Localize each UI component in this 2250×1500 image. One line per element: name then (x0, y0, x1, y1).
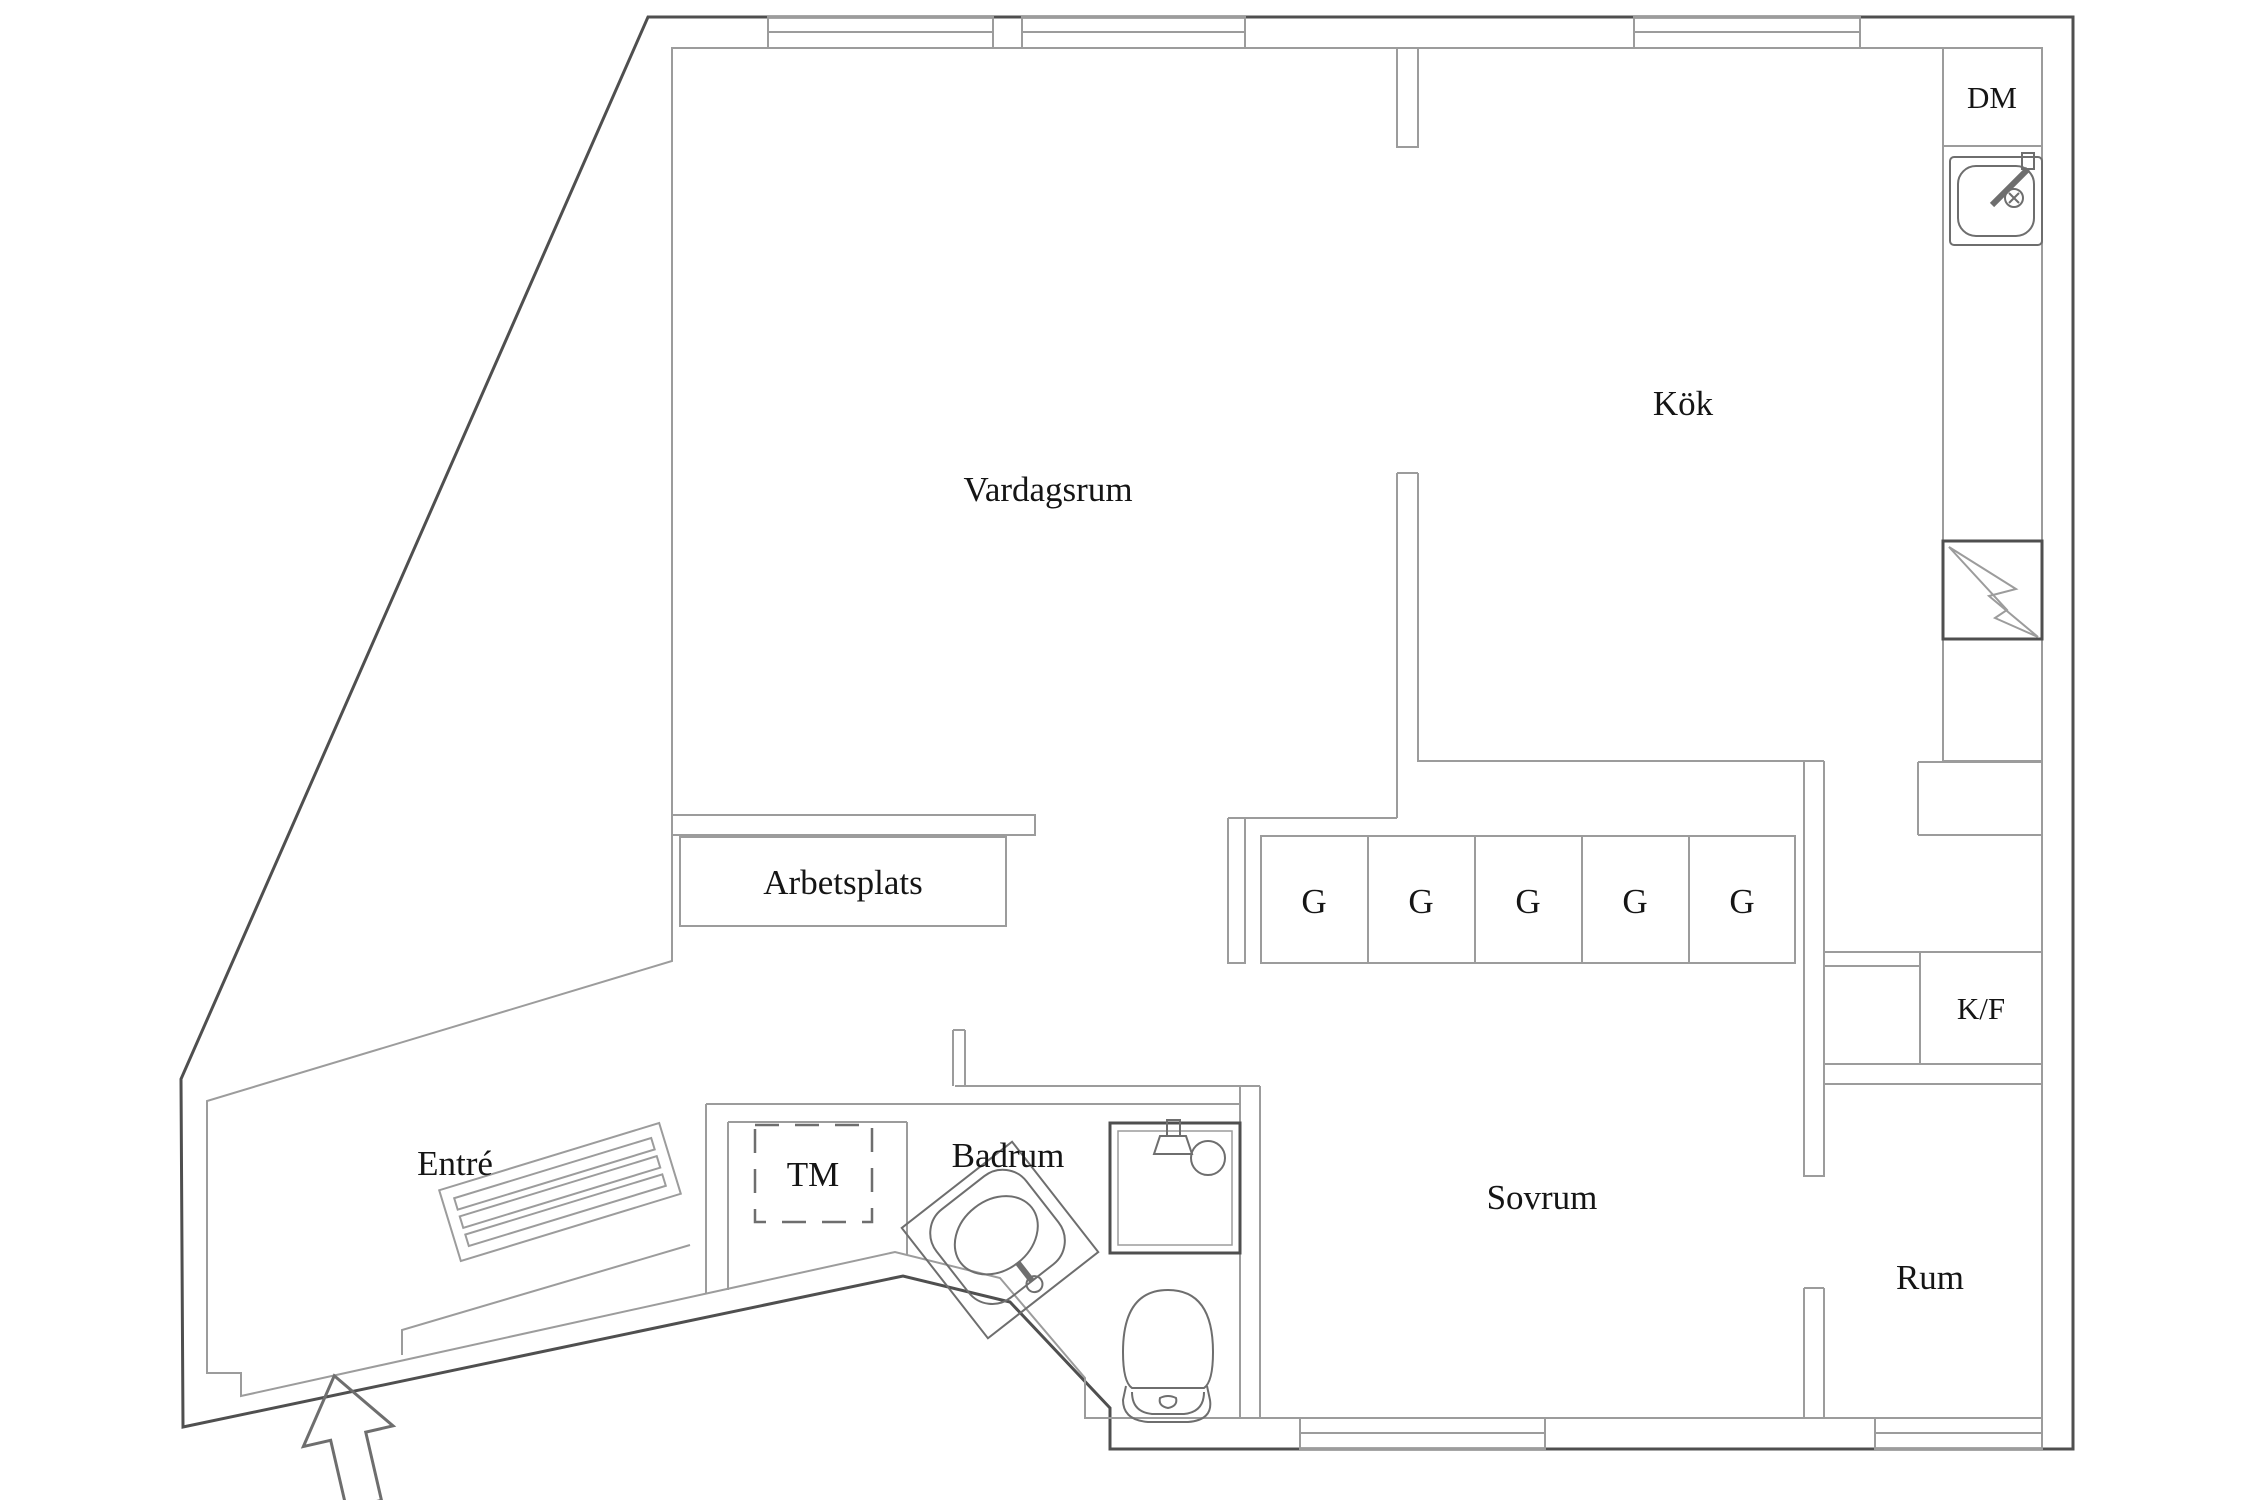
tall-cabinet (1917, 761, 2042, 836)
wall-vardagsrum-south (672, 814, 1036, 836)
outer-wall-outline (179, 15, 2075, 1451)
kitchen-counter (1942, 48, 2042, 762)
toilet-icon (1121, 1288, 1215, 1423)
stove-icon (1941, 539, 2044, 641)
radiator-icon (437, 1121, 683, 1263)
wall-rum-north (1824, 1063, 2042, 1085)
entry-arrow-icon (300, 1373, 397, 1500)
window-icon (1633, 16, 1861, 49)
label-bathroom: Badrum (952, 1136, 1065, 1175)
label-wardrobe: G (1622, 882, 1647, 921)
wall-kf-connector (1824, 951, 1920, 967)
label-wardrobe: G (1729, 882, 1754, 921)
wardrobe-row-box (1260, 835, 1796, 964)
washbasin-icon (900, 1140, 1100, 1340)
wall-wardrobe-stub (1227, 818, 1246, 964)
label-wardrobe: G (1408, 882, 1433, 921)
wall-kitchen-partition-lower (1228, 472, 1824, 819)
window-icon (1299, 1417, 1546, 1450)
window-icon (767, 16, 994, 49)
fridge-freezer-box (1919, 951, 2042, 1065)
shower-icon (1108, 1119, 1242, 1255)
label-wardrobe: G (1515, 882, 1540, 921)
window-icon (1874, 1417, 2043, 1450)
label-room: Rum (1896, 1258, 1964, 1297)
washing-machine-icon (753, 1123, 874, 1224)
inner-wall-outline (206, 47, 2043, 1419)
wall-bathroom-north (705, 1029, 1240, 1294)
wall-bedroom-right (1803, 761, 1825, 1418)
label-entrance: Entré (417, 1144, 493, 1183)
workspace-desk (679, 836, 1007, 927)
label-wardrobe: G (1301, 882, 1326, 921)
label-living-room: Vardagsrum (963, 470, 1132, 509)
label-washing-machine: TM (787, 1155, 840, 1194)
label-bedroom: Sovrum (1487, 1178, 1598, 1217)
wall-bathroom-east (1239, 1085, 1261, 1418)
wall-kitchen-partition-upper (1396, 48, 1419, 148)
sink-icon (1949, 152, 2043, 246)
label-dishwasher: DM (1967, 80, 2017, 115)
entrance-step (401, 1244, 691, 1355)
label-fridge-freezer: K/F (1957, 991, 2005, 1026)
window-icon (1021, 16, 1246, 49)
label-workspace: Arbetsplats (763, 863, 922, 902)
label-kitchen: Kök (1653, 384, 1714, 423)
